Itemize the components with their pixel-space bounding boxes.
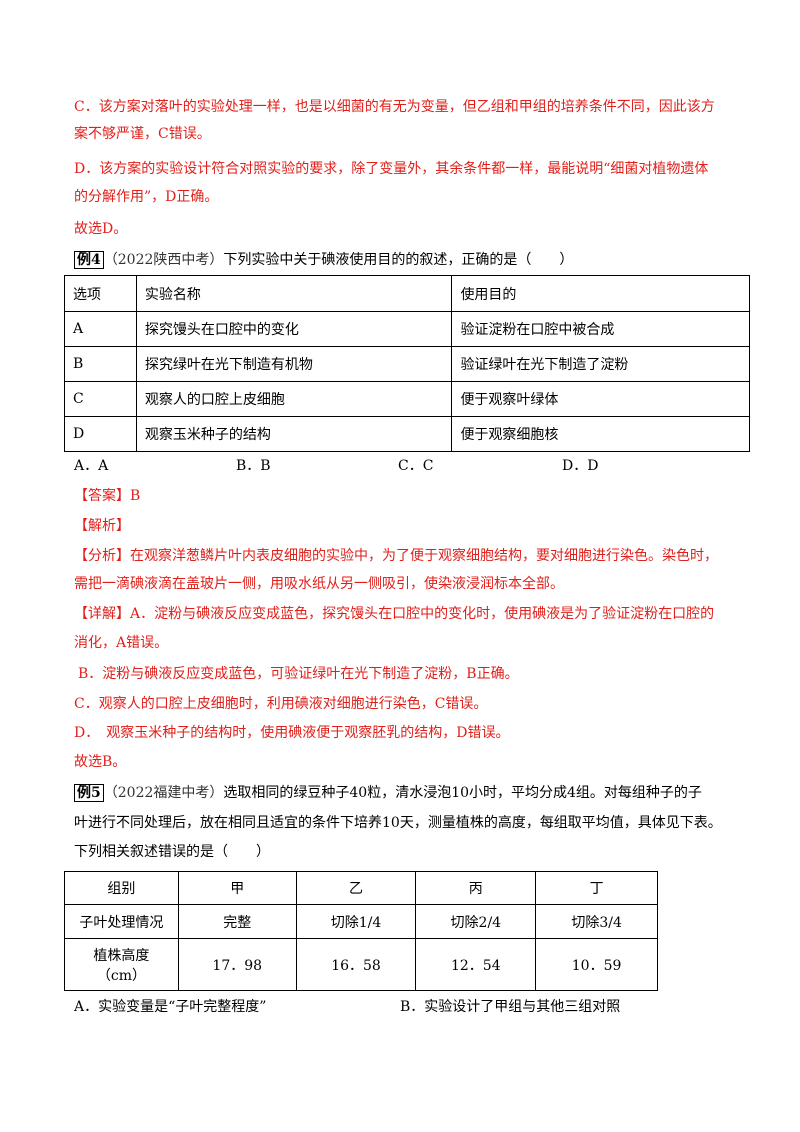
example4-analysis-line2: 需把一滴碘液滴在盖玻片一侧，用吸水纸从另一侧吸引，使染液浸润标本全部。 [74, 576, 564, 592]
example5-line2: 叶进行不同处理后，放在相同且适宜的条件下培养10天，测量植株的高度，每组取平均值… [74, 815, 722, 831]
table-cell: 17．98 [177, 938, 297, 991]
example4-header: 例4（2022陕西中考）下列实验中关于碘液使用目的的叙述，正确的是（ ） [74, 251, 573, 269]
example5-header: 例5（2022福建中考）选取相同的绿豆种子40粒，清水浸泡10小时，平均分成4组… [74, 784, 702, 802]
table-cell: 子叶处理情况 [64, 904, 179, 939]
example5-table: 组别 甲 乙 丙 丁 子叶处理情况 完整 切除1/4 切除2/4 切除3/4 植… [64, 871, 658, 991]
header-cell: 使用目的 [451, 275, 750, 312]
example5-line1: 选取相同的绿豆种子40粒，清水浸泡10小时，平均分成4组。对每组种子的子 [223, 785, 702, 801]
header-cell: 实验名称 [135, 275, 453, 312]
example5-tag: 例5 [74, 784, 104, 802]
example4-analysis-title: 【解析】 [74, 518, 130, 534]
table-cell: 验证淀粉在口腔中被合成 [451, 311, 750, 347]
table-cell: 植株高度 （cm） [64, 938, 179, 991]
table-cell: 探究绿叶在光下制造有机物 [135, 346, 453, 382]
table-cell: 10．59 [535, 938, 658, 991]
header-cell: 丙 [415, 871, 537, 905]
table-cell: D [64, 416, 137, 452]
table-cell: 12．54 [415, 938, 537, 991]
header-cell: 乙 [295, 871, 417, 905]
example4-source: （2022陕西中考） [103, 252, 224, 268]
prev-d-line1: D．该方案的实验设计符合对照实验的要求，除了变量外，其余条件都一样，最能说明“细… [74, 161, 709, 177]
example4-option-b: B．B [236, 458, 271, 474]
prev-d-line2: 的分解作用”，D正确。 [74, 189, 219, 205]
table-cell: 观察玉米种子的结构 [135, 416, 453, 452]
header-cell: 选项 [64, 275, 137, 312]
row-label-line2: （cm） [96, 967, 146, 984]
prev-c-line2: 案不够严谨，C错误。 [74, 126, 211, 142]
example5-line3: 下列相关叙述错误的是（ ） [74, 844, 270, 860]
table-cell: 探究馒头在口腔中的变化 [135, 311, 453, 347]
table-header-row: 选项 实验名称 使用目的 [64, 275, 750, 312]
example4-conclusion: 故选B。 [74, 754, 127, 770]
example4-option-a: A．A [74, 458, 109, 474]
prev-c-line1: C．该方案对落叶的实验处理一样，也是以细菌的有无为变量，但乙组和甲组的培养条件不… [74, 99, 715, 115]
table-cell: 便于观察叶绿体 [451, 381, 750, 417]
example4-answer: 【答案】B [74, 488, 141, 504]
example4-detail-a-line2: 消化，A错误。 [74, 635, 169, 651]
table-cell: 验证绿叶在光下制造了淀粉 [451, 346, 750, 382]
table-cell: B [64, 346, 137, 382]
example4-question: 下列实验中关于碘液使用目的的叙述，正确的是（ ） [223, 252, 574, 268]
table-cell: 16．58 [295, 938, 417, 991]
table-cell: A [64, 311, 137, 347]
example4-detail-d: D． 观察玉米种子的结构时，使用碘液便于观察胚乳的结构，D错误。 [74, 725, 510, 741]
example4-analysis-line1: 【分析】在观察洋葱鳞片叶内表皮细胞的实验中，为了便于观察细胞结构，要对细胞进行染… [74, 548, 718, 564]
table-row: B 探究绿叶在光下制造有机物 验证绿叶在光下制造了淀粉 [64, 346, 750, 382]
row-label-line1: 植株高度 [93, 947, 150, 964]
table-header-row: 组别 甲 乙 丙 丁 [64, 871, 658, 905]
table-row: 子叶处理情况 完整 切除1/4 切除2/4 切除3/4 [64, 904, 658, 939]
example5-option-a: A．实验变量是“子叶完整程度” [74, 999, 267, 1015]
table-cell: 便于观察细胞核 [451, 416, 750, 452]
table-row: 植株高度 （cm） 17．98 16．58 12．54 10．59 [64, 938, 658, 991]
header-cell: 组别 [64, 871, 179, 905]
table-row: D 观察玉米种子的结构 便于观察细胞核 [64, 416, 750, 452]
table-cell: 切除1/4 [295, 904, 417, 939]
example4-table: 选项 实验名称 使用目的 A 探究馒头在口腔中的变化 验证淀粉在口腔中被合成 B… [64, 275, 750, 452]
table-cell: 观察人的口腔上皮细胞 [135, 381, 453, 417]
example5-source: （2022福建中考） [103, 785, 224, 801]
example5-option-b: B．实验设计了甲组与其他三组对照 [400, 999, 621, 1015]
example4-option-d: D．D [562, 458, 599, 474]
example4-tag: 例4 [74, 251, 104, 269]
example4-detail-b: B．淀粉与碘液反应变成蓝色，可验证绿叶在光下制造了淀粉，B正确。 [78, 666, 519, 682]
table-row: A 探究馒头在口腔中的变化 验证淀粉在口腔中被合成 [64, 311, 750, 347]
prev-conclusion: 故选D。 [74, 221, 128, 237]
example4-option-c: C．C [398, 458, 434, 474]
table-row: C 观察人的口腔上皮细胞 便于观察叶绿体 [64, 381, 750, 417]
table-cell: 完整 [177, 904, 297, 939]
table-cell: 切除2/4 [415, 904, 537, 939]
table-cell: 切除3/4 [535, 904, 658, 939]
example4-detail-a-line1: 【详解】A．淀粉与碘液反应变成蓝色，探究馒头在口腔中的变化时，使用碘液是为了验证… [74, 606, 715, 622]
example4-detail-c: C．观察人的口腔上皮细胞时，利用碘液对细胞进行染色，C错误。 [74, 696, 488, 712]
table-cell: C [64, 381, 137, 417]
header-cell: 甲 [177, 871, 297, 905]
header-cell: 丁 [535, 871, 658, 905]
